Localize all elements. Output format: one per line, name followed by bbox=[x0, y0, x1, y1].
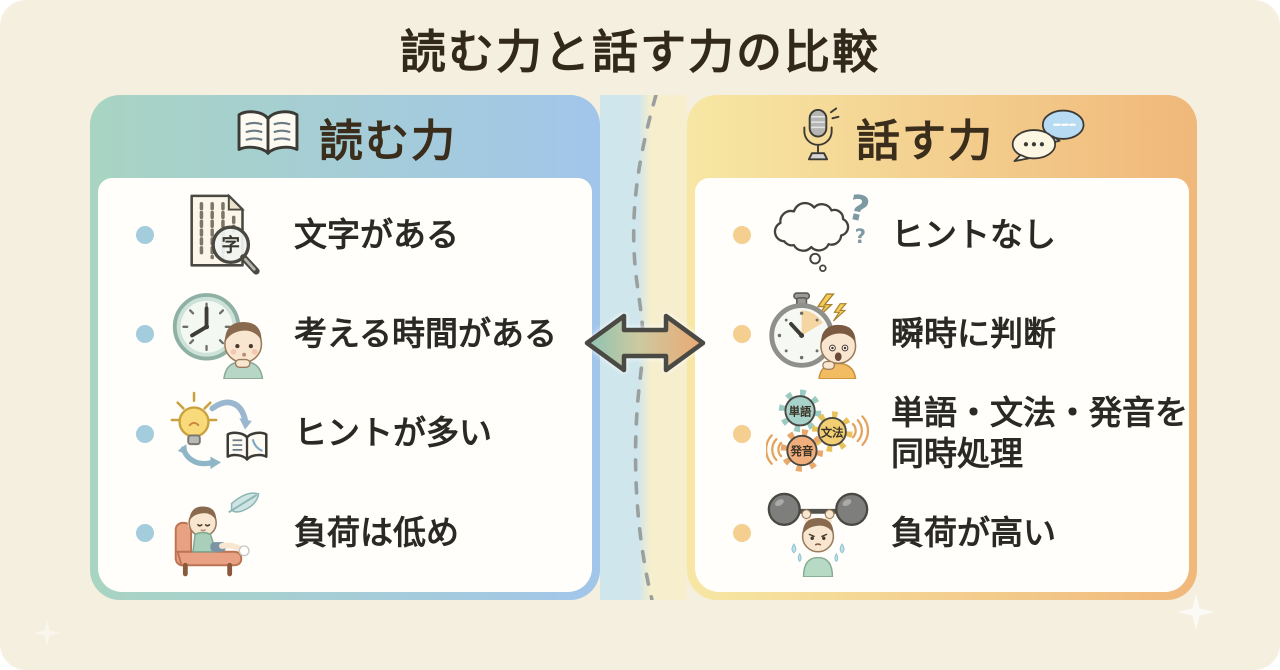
speech-bubbles-icon bbox=[1010, 106, 1088, 167]
list-item: 字 文字がある bbox=[98, 187, 592, 283]
open-book-icon bbox=[233, 107, 303, 167]
question-mark-small: ? bbox=[855, 225, 866, 248]
list-item: 単語 文法 発音 単語・文法・発音を 同時処理 bbox=[695, 386, 1189, 482]
reading-panel-header: 読む力 bbox=[90, 95, 600, 178]
gear-label-tango: 単語 bbox=[789, 405, 812, 419]
stopwatch-child-icon bbox=[757, 287, 879, 381]
speaking-panel: 話す力 bbox=[687, 95, 1197, 600]
list-item: 負荷は低め bbox=[98, 485, 592, 581]
bullet-dot bbox=[136, 226, 154, 245]
gear-label-bunpo: 文法 bbox=[821, 425, 844, 439]
speaking-panel-header: 話す力 bbox=[687, 95, 1197, 178]
barbell-child-icon bbox=[757, 486, 879, 580]
bullet-dot bbox=[136, 424, 154, 443]
list-item: 負荷が高い bbox=[695, 485, 1189, 581]
bullet-dot bbox=[733, 226, 751, 245]
item-label: 単語・文法・発音を 同時処理 bbox=[891, 393, 1188, 473]
double-arrow-icon bbox=[584, 313, 706, 373]
clock-thinking-child-icon bbox=[160, 287, 282, 381]
sparkle-icon bbox=[1178, 594, 1214, 630]
bullet-dot bbox=[733, 523, 751, 542]
magnifier-character: 字 bbox=[221, 235, 240, 257]
relaxing-child-icon bbox=[160, 486, 282, 580]
document-magnifier-icon: 字 bbox=[160, 188, 282, 282]
speaking-panel-title: 話す力 bbox=[856, 115, 994, 167]
microphone-icon bbox=[796, 106, 840, 168]
list-item: 瞬時に判断 bbox=[695, 286, 1189, 382]
gears-icon: 単語 文法 発音 bbox=[757, 387, 879, 481]
bullet-dot bbox=[733, 325, 751, 344]
reading-panel: 読む力 字 文 bbox=[90, 95, 600, 600]
sparkle-icon bbox=[34, 620, 60, 646]
speaking-panel-body: ? ? ヒントなし bbox=[695, 178, 1189, 592]
item-label: 負荷は低め bbox=[294, 512, 459, 552]
lightbulb-book-icon bbox=[160, 387, 282, 481]
list-item: ヒントが多い bbox=[98, 386, 592, 482]
bullet-dot bbox=[136, 325, 154, 344]
list-item: 考える時間がある bbox=[98, 286, 592, 382]
reading-panel-body: 字 文字がある bbox=[98, 178, 592, 592]
item-label: 文字がある bbox=[294, 215, 459, 255]
item-label: 考える時間がある bbox=[294, 314, 558, 354]
gear-label-hatsuon: 発音 bbox=[790, 444, 814, 458]
bullet-dot bbox=[733, 424, 751, 443]
page-title: 読む力と話す力の比較 bbox=[400, 25, 880, 79]
thought-bubble-question-icon: ? ? bbox=[757, 188, 879, 282]
item-label: ヒントなし bbox=[891, 215, 1056, 255]
item-label: 負荷が高い bbox=[891, 512, 1056, 552]
bullet-dot bbox=[136, 523, 154, 542]
reading-panel-title: 読む力 bbox=[319, 115, 457, 167]
item-label: 瞬時に判断 bbox=[891, 314, 1056, 354]
list-item: ? ? ヒントなし bbox=[695, 187, 1189, 283]
item-label: ヒントが多い bbox=[294, 413, 492, 453]
